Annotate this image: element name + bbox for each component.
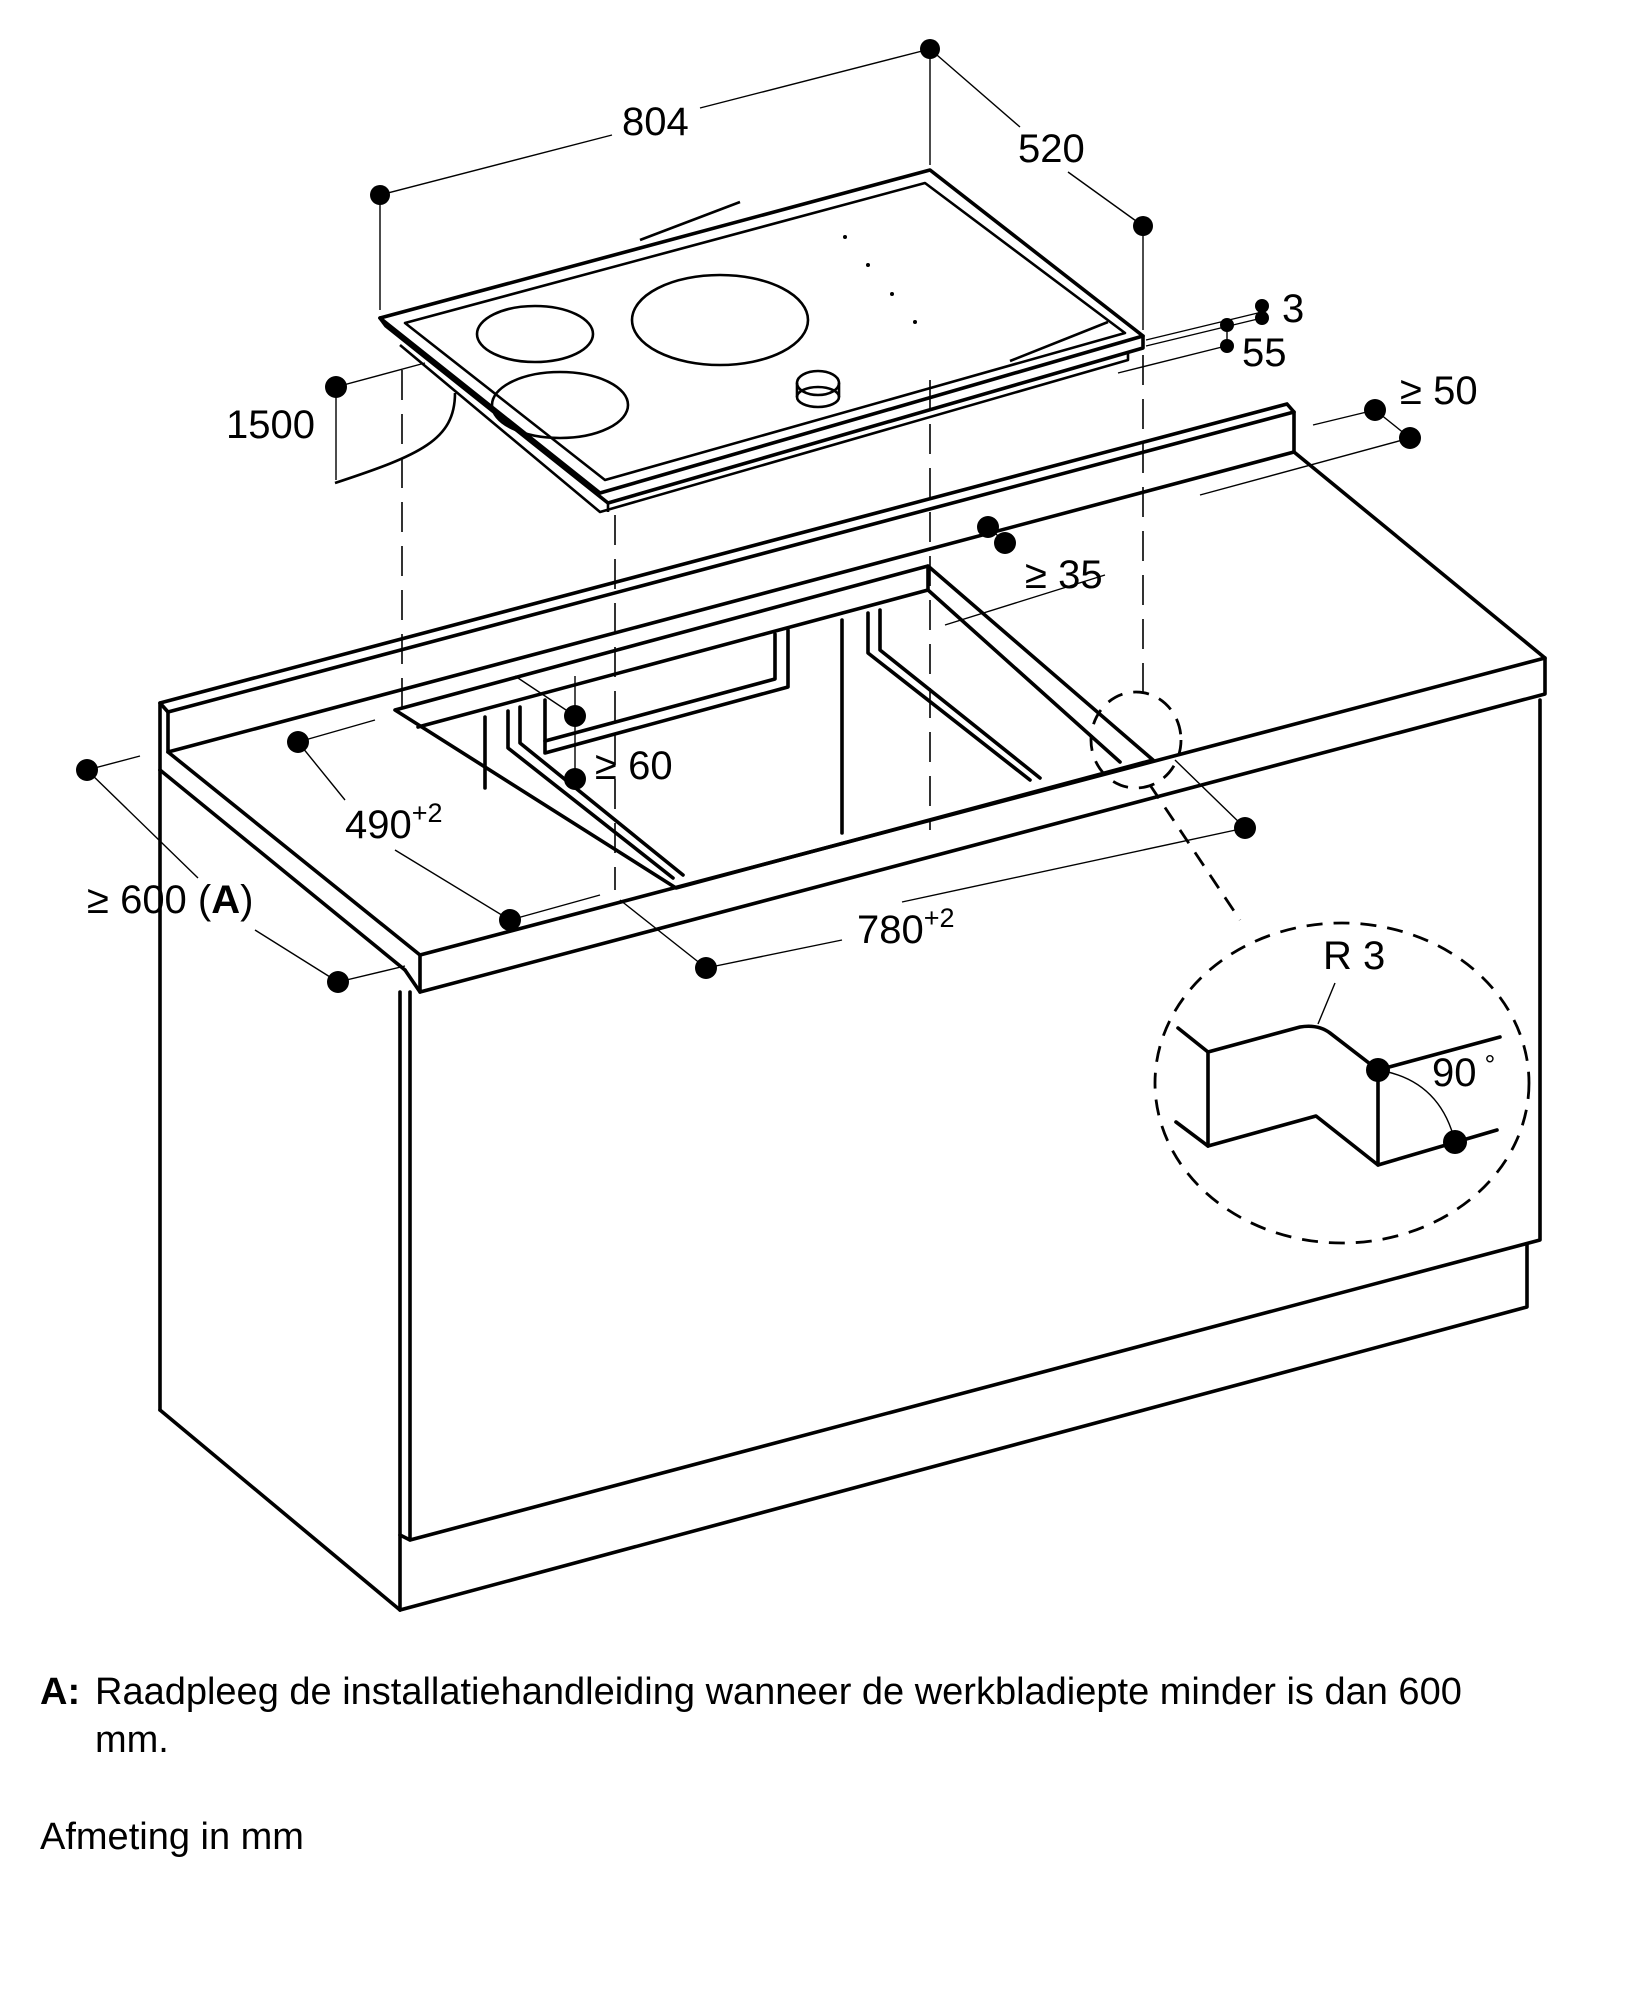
- notes-section: A: Raadpleeg de installatiehandleiding w…: [40, 1668, 1515, 1764]
- detail-marker-circle: [1089, 690, 1183, 790]
- dim-label-1500: 1500: [226, 403, 315, 447]
- dimension-50: ≥ 50: [1199, 369, 1478, 496]
- dimension-490: 490+2: [287, 719, 601, 931]
- control-knob: [795, 369, 841, 409]
- dim-label-780: 780+2: [857, 903, 955, 952]
- dimension-600: ≥ 600 (A): [76, 755, 406, 993]
- dimension-dot: [370, 185, 390, 205]
- dim-label-600: ≥ 600 (A): [87, 878, 253, 922]
- cabinet-front: [398, 698, 1542, 1542]
- dim-label-804: 804: [622, 100, 689, 144]
- dim-label-90: 90°: [1432, 1050, 1495, 1095]
- worktop-cutout: [393, 564, 1155, 890]
- dim-label-50: ≥ 50: [1400, 369, 1478, 413]
- dimension-60: ≥ 60: [514, 675, 673, 790]
- note-key: A:: [40, 1671, 81, 1713]
- dimension-3-55: 3 55: [1117, 287, 1304, 375]
- dim-label-60: ≥ 60: [595, 744, 673, 788]
- power-cable: [334, 392, 457, 485]
- backsplash-top: [158, 402, 1296, 714]
- dimension-1500: 1500: [226, 362, 426, 480]
- cabinet-plinth: [398, 1243, 1529, 1612]
- control-strip-top: [639, 200, 741, 242]
- worktop-profile-hatched: [1206, 1024, 1380, 1167]
- control-strip-bottom: [1009, 320, 1109, 363]
- cooking-zone-medium: [490, 370, 630, 440]
- cooktop-outer-frame: [378, 168, 1145, 495]
- dimension-780: 780+2: [619, 759, 1256, 979]
- note-text: Raadpleeg de installatiehandleiding wann…: [95, 1671, 1462, 1761]
- cooking-zone-large: [630, 273, 810, 367]
- detail-magnified-circle: [1153, 921, 1531, 1245]
- cooking-zone-small: [475, 304, 595, 364]
- cooktop-edge: [378, 316, 1145, 505]
- cooktop: [334, 168, 1145, 514]
- dim-label-520: 520: [1018, 127, 1085, 171]
- worktop: [158, 402, 1547, 1612]
- dim-label-55: 55: [1242, 331, 1287, 375]
- dimension-804: 804: [370, 39, 940, 310]
- cabinet-bottom-side: [158, 1408, 402, 1612]
- corner-detail-callout: R 3 90°: [1089, 690, 1531, 1245]
- dim-label-490: 490+2: [345, 798, 443, 847]
- projection-lines: [401, 355, 1144, 890]
- unit-note: Afmeting in mm: [40, 1816, 304, 1858]
- cooktop-glass: [403, 181, 1127, 482]
- dim-label-3: 3: [1282, 287, 1304, 331]
- dimension-35: ≥ 35: [944, 516, 1106, 626]
- dim-label-r3: R 3: [1323, 934, 1385, 978]
- dimension-520: 520: [929, 48, 1153, 330]
- dim-label-35: ≥ 35: [1025, 553, 1103, 597]
- note-a: A: Raadpleeg de installatiehandleiding w…: [40, 1668, 1515, 1764]
- dimension-dot: [1133, 216, 1153, 236]
- cooktop-underside: [399, 344, 1130, 514]
